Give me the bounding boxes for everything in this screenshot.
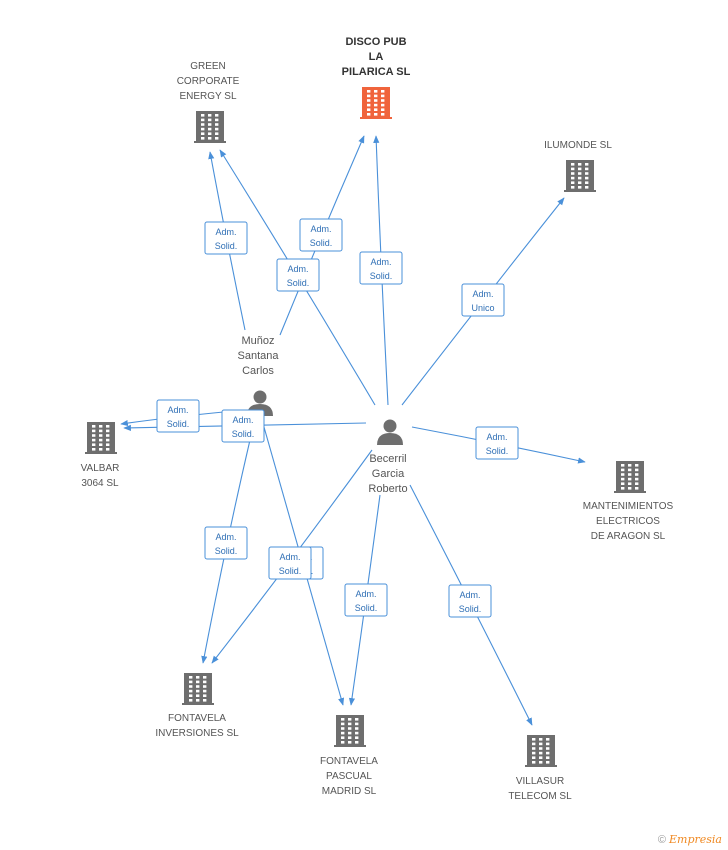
company-name-line: GREEN <box>190 61 226 72</box>
company-name-line: MANTENIMIENTOS <box>583 501 674 512</box>
company-node-mantenimientos[interactable]: MANTENIMIENTOS ELECTRICOS DE ARAGON SL <box>583 461 674 542</box>
role-text: Solid. <box>215 241 238 251</box>
role-text: Adm. <box>232 415 253 425</box>
company-name-line: CORPORATE <box>177 76 240 87</box>
company-node-villasur[interactable]: VILLASUR TELECOM SL <box>508 735 572 802</box>
role-box-becerril-to-valbar[interactable]: Adm. Solid. <box>221 409 265 443</box>
company-name: VALBAR 3064 SL <box>81 463 120 489</box>
company-name-line: ENERGY SL <box>179 91 236 102</box>
company-name-line: VILLASUR <box>516 776 564 787</box>
company-node-green[interactable]: GREEN CORPORATE ENERGY SL <box>177 61 240 143</box>
role-box-munoz-to-valbar[interactable]: Adm. Solid. <box>156 399 200 433</box>
building-icon <box>525 735 557 767</box>
brand-name: Empresia <box>669 833 722 846</box>
person-name-line: Garcia <box>372 468 405 480</box>
company-node-valbar[interactable]: VALBAR 3064 SL <box>81 422 120 489</box>
company-name: DISCO PUB LA PILARICA SL <box>342 36 411 78</box>
role-text: Solid. <box>355 603 378 613</box>
building-icon <box>194 111 226 143</box>
role-text: Adm. <box>472 289 493 299</box>
company-name: VILLASUR TELECOM SL <box>508 776 572 802</box>
person-name-line: Carlos <box>242 365 274 377</box>
role-text: Adm. <box>279 552 300 562</box>
role-text: Solid. <box>279 566 302 576</box>
company-name-line: MADRID SL <box>322 786 377 797</box>
person-name-line: Becerril <box>369 453 406 465</box>
company-name: ILUMONDE SL <box>544 140 612 151</box>
person-name-line: Muñoz <box>241 335 274 347</box>
company-name-line: FONTAVELA <box>320 756 378 767</box>
building-icon <box>360 87 392 119</box>
company-name-line: PASCUAL <box>326 771 372 782</box>
role-box-munoz-to-green[interactable]: Adm. Solid. <box>204 221 248 255</box>
role-text: Adm. <box>215 532 236 542</box>
role-box-becerril-to-green[interactable]: Adm. Solid. <box>276 258 320 292</box>
building-icon <box>614 461 646 493</box>
role-text: Solid. <box>232 429 255 439</box>
person-name-line: Santana <box>238 350 280 362</box>
role-text: Solid. <box>310 238 333 248</box>
role-box-munoz-to-disco[interactable]: Adm. Solid. <box>299 218 343 252</box>
role-box-becerril-to-ilumonde[interactable]: Adm. Unico <box>461 283 505 317</box>
company-name-line: LA <box>369 51 384 63</box>
building-icon <box>182 673 214 705</box>
company-name-line: DISCO PUB <box>345 36 406 48</box>
building-icon <box>85 422 117 454</box>
role-text: Solid. <box>287 278 310 288</box>
role-box-becerril-to-disco[interactable]: Adm. Solid. <box>359 251 403 285</box>
role-text: Adm. <box>287 264 308 274</box>
company-name-line: TELECOM SL <box>508 791 572 802</box>
roles-layer: Adm. Solid. Adm. Solid. Adm. Solid. Adm. Solid.… <box>156 218 519 618</box>
company-name: FONTAVELA PASCUAL MADRID SL <box>320 756 378 797</box>
building-icon <box>564 160 596 192</box>
role-text: Adm. <box>215 227 236 237</box>
role-text: Solid. <box>370 271 393 281</box>
copyright-symbol: © <box>657 834 666 846</box>
company-name-line: ILUMONDE SL <box>544 140 612 151</box>
role-text: Adm. <box>370 257 391 267</box>
person-name-line: Roberto <box>368 483 407 495</box>
role-box-becerril-to-fontavela_pascual[interactable]: Adm. Solid. <box>344 583 388 617</box>
footer-brand[interactable]: © Empresia <box>658 833 722 846</box>
company-node-fontavela_pascual[interactable]: FONTAVELA PASCUAL MADRID SL <box>320 715 378 797</box>
role-box-becerril-to-mantenimientos[interactable]: Adm. Solid. <box>475 426 519 460</box>
company-name-line: ELECTRICOS <box>596 516 660 527</box>
company-name: GREEN CORPORATE ENERGY SL <box>177 61 240 102</box>
role-box-becerril-to-fontavela_inv[interactable]: Adm. Solid. <box>268 546 312 580</box>
role-text: Unico <box>471 303 494 313</box>
company-name-line: 3064 SL <box>81 478 119 489</box>
role-box-munoz-to-fontavela_inv[interactable]: Adm. Solid. <box>204 526 248 560</box>
role-text: Adm. <box>459 590 480 600</box>
role-text: Solid. <box>167 419 190 429</box>
person-icon <box>377 419 403 445</box>
role-box-becerril-to-villasur[interactable]: Adm. Solid. <box>448 584 492 618</box>
company-name-line: VALBAR <box>81 463 120 474</box>
role-text: Adm. <box>167 405 188 415</box>
role-text: Adm. <box>355 589 376 599</box>
nodes-layer: DISCO PUB LA PILARICA SL GREEN CORPORATE ENER… <box>81 36 674 802</box>
company-name-line: PILARICA SL <box>342 66 411 78</box>
company-name-line: DE ARAGON SL <box>591 531 666 542</box>
role-text: Solid. <box>459 604 482 614</box>
company-name: MANTENIMIENTOS ELECTRICOS DE ARAGON SL <box>583 501 674 542</box>
company-node-disco[interactable]: DISCO PUB LA PILARICA SL <box>342 36 411 119</box>
role-text: Solid. <box>215 546 238 556</box>
company-node-ilumonde[interactable]: ILUMONDE SL <box>544 140 612 192</box>
company-name-line: INVERSIONES SL <box>155 728 239 739</box>
company-node-fontavela_inv[interactable]: FONTAVELA INVERSIONES SL <box>155 673 239 739</box>
company-name: FONTAVELA INVERSIONES SL <box>155 713 239 739</box>
role-text: Solid. <box>486 446 509 456</box>
role-text: Adm. <box>310 224 331 234</box>
role-text: Adm. <box>486 432 507 442</box>
company-name-line: FONTAVELA <box>168 713 226 724</box>
building-icon <box>334 715 366 747</box>
